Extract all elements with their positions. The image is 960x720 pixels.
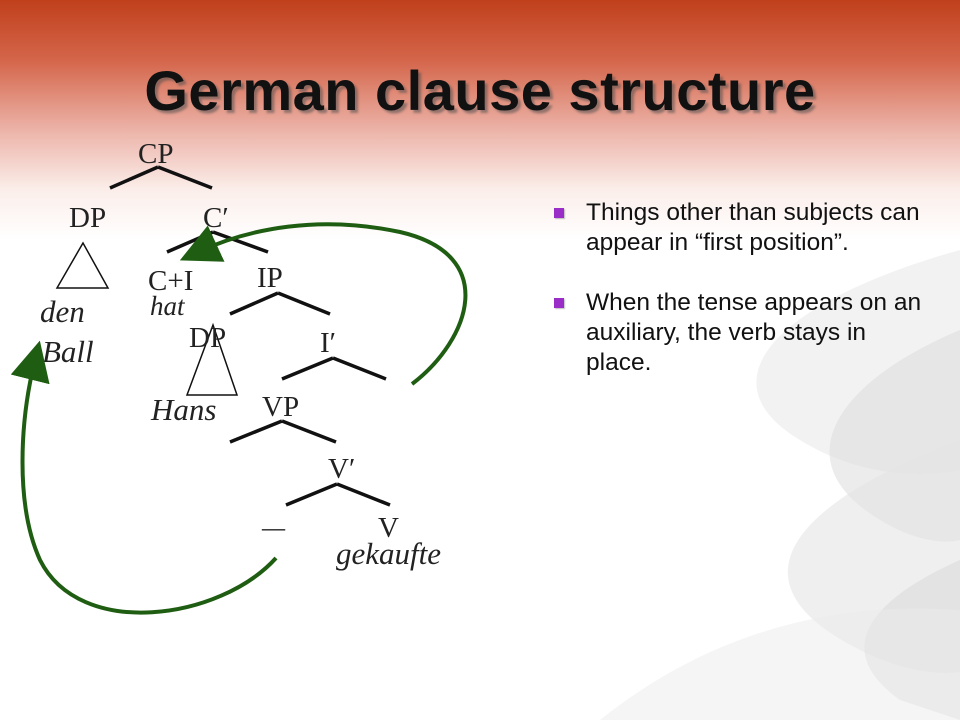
square-bullet-icon <box>554 298 564 308</box>
word-den: den <box>40 294 85 329</box>
node-v-bar: V′ <box>328 453 355 485</box>
node-c-bar: C′ <box>203 202 229 234</box>
node-v: V <box>378 512 399 544</box>
node-dp-spec: DP <box>69 202 106 234</box>
node-ip: IP <box>257 262 283 294</box>
square-bullet-icon <box>554 208 564 218</box>
bullet-item: Things other than subjects can appear in… <box>552 198 932 258</box>
triangle-dp-subject <box>185 322 239 396</box>
word-hans: Hans <box>150 392 216 427</box>
node-vp: VP <box>262 391 299 423</box>
node-cp: CP <box>138 138 173 170</box>
node-i-bar: I′ <box>320 327 336 359</box>
word-gap: — <box>261 513 286 542</box>
arrow-v-to-c <box>179 222 468 386</box>
node-dp-subject: DP <box>189 322 226 354</box>
arrow-object-to-spec <box>10 340 278 615</box>
word-ball: Ball <box>42 334 94 369</box>
bullet-item: When the tense appears on an auxiliary, … <box>552 288 932 378</box>
word-gekaufte: gekaufte <box>336 536 441 571</box>
bullet-text: Things other than subjects can appear in… <box>586 199 920 256</box>
bullet-text: When the tense appears on an auxiliary, … <box>586 289 922 376</box>
word-hat: hat <box>150 291 186 321</box>
slide-title: German clause structure <box>144 59 816 122</box>
triangle-dp-object <box>55 241 110 289</box>
bullet-list: Things other than subjects can appear in… <box>552 198 932 408</box>
node-c-i: C+I <box>148 265 193 297</box>
